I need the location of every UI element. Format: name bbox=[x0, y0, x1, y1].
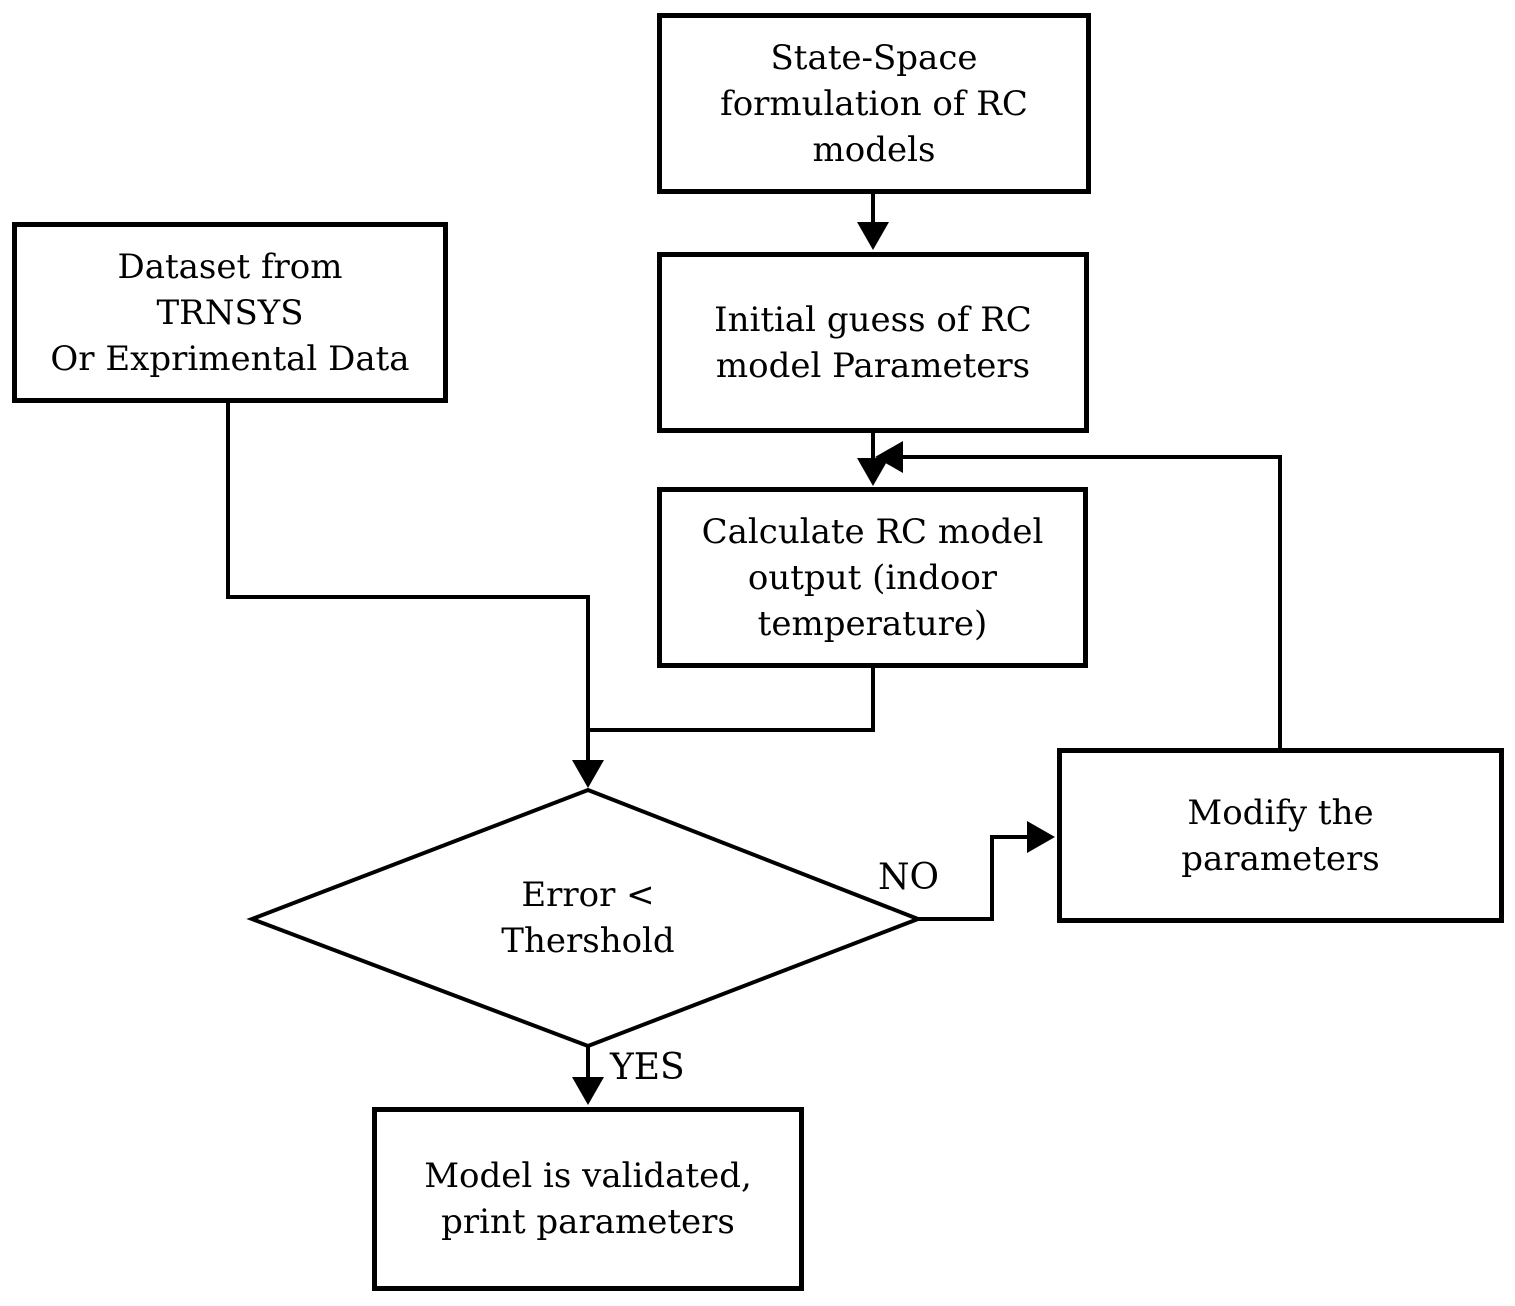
node-dataset-source: Dataset from TRNSYS Or Exprimental Data bbox=[12, 222, 448, 403]
node-initial-guess-label: Initial guess of RC model Parameters bbox=[714, 299, 1032, 386]
connector-calculate-to-junction bbox=[588, 667, 875, 732]
node-model-validated-label: Model is validated, print parameters bbox=[424, 1156, 752, 1242]
connector-no-branch bbox=[918, 835, 1029, 921]
node-initial-guess: Initial guess of RC model Parameters bbox=[657, 252, 1089, 433]
decision-label: Error < Thershold bbox=[501, 875, 675, 961]
arrowhead-into-decision bbox=[572, 760, 604, 788]
node-modify-parameters-label: Modify the parameters bbox=[1181, 792, 1380, 879]
node-state-space-formulation: State-Space formulation of RC models bbox=[657, 13, 1091, 194]
arrowhead-feedback-left bbox=[875, 441, 903, 473]
node-state-space-label: State-Space formulation of RC models bbox=[720, 37, 1028, 170]
node-calculate-output: Calculate RC model output (indoor temper… bbox=[657, 487, 1088, 668]
arrowhead-into-initialguess bbox=[857, 222, 889, 250]
node-dataset-label: Dataset from TRNSYS Or Exprimental Data bbox=[50, 246, 410, 379]
node-calculate-output-label: Calculate RC model output (indoor temper… bbox=[701, 511, 1044, 644]
arrowhead-into-validated bbox=[572, 1077, 604, 1105]
decision-error-threshold: Error < Thershold bbox=[388, 846, 788, 990]
connector-modify-feedback bbox=[901, 455, 1282, 748]
edge-label-yes: YES bbox=[610, 1047, 685, 1088]
arrowhead-into-calculate bbox=[857, 458, 889, 486]
edge-label-no: NO bbox=[878, 857, 940, 898]
node-model-validated: Model is validated, print parameters bbox=[372, 1107, 804, 1291]
node-modify-parameters: Modify the parameters bbox=[1057, 748, 1504, 923]
connector-dataset-to-junction bbox=[226, 402, 588, 599]
arrowhead-into-modify bbox=[1027, 821, 1055, 853]
